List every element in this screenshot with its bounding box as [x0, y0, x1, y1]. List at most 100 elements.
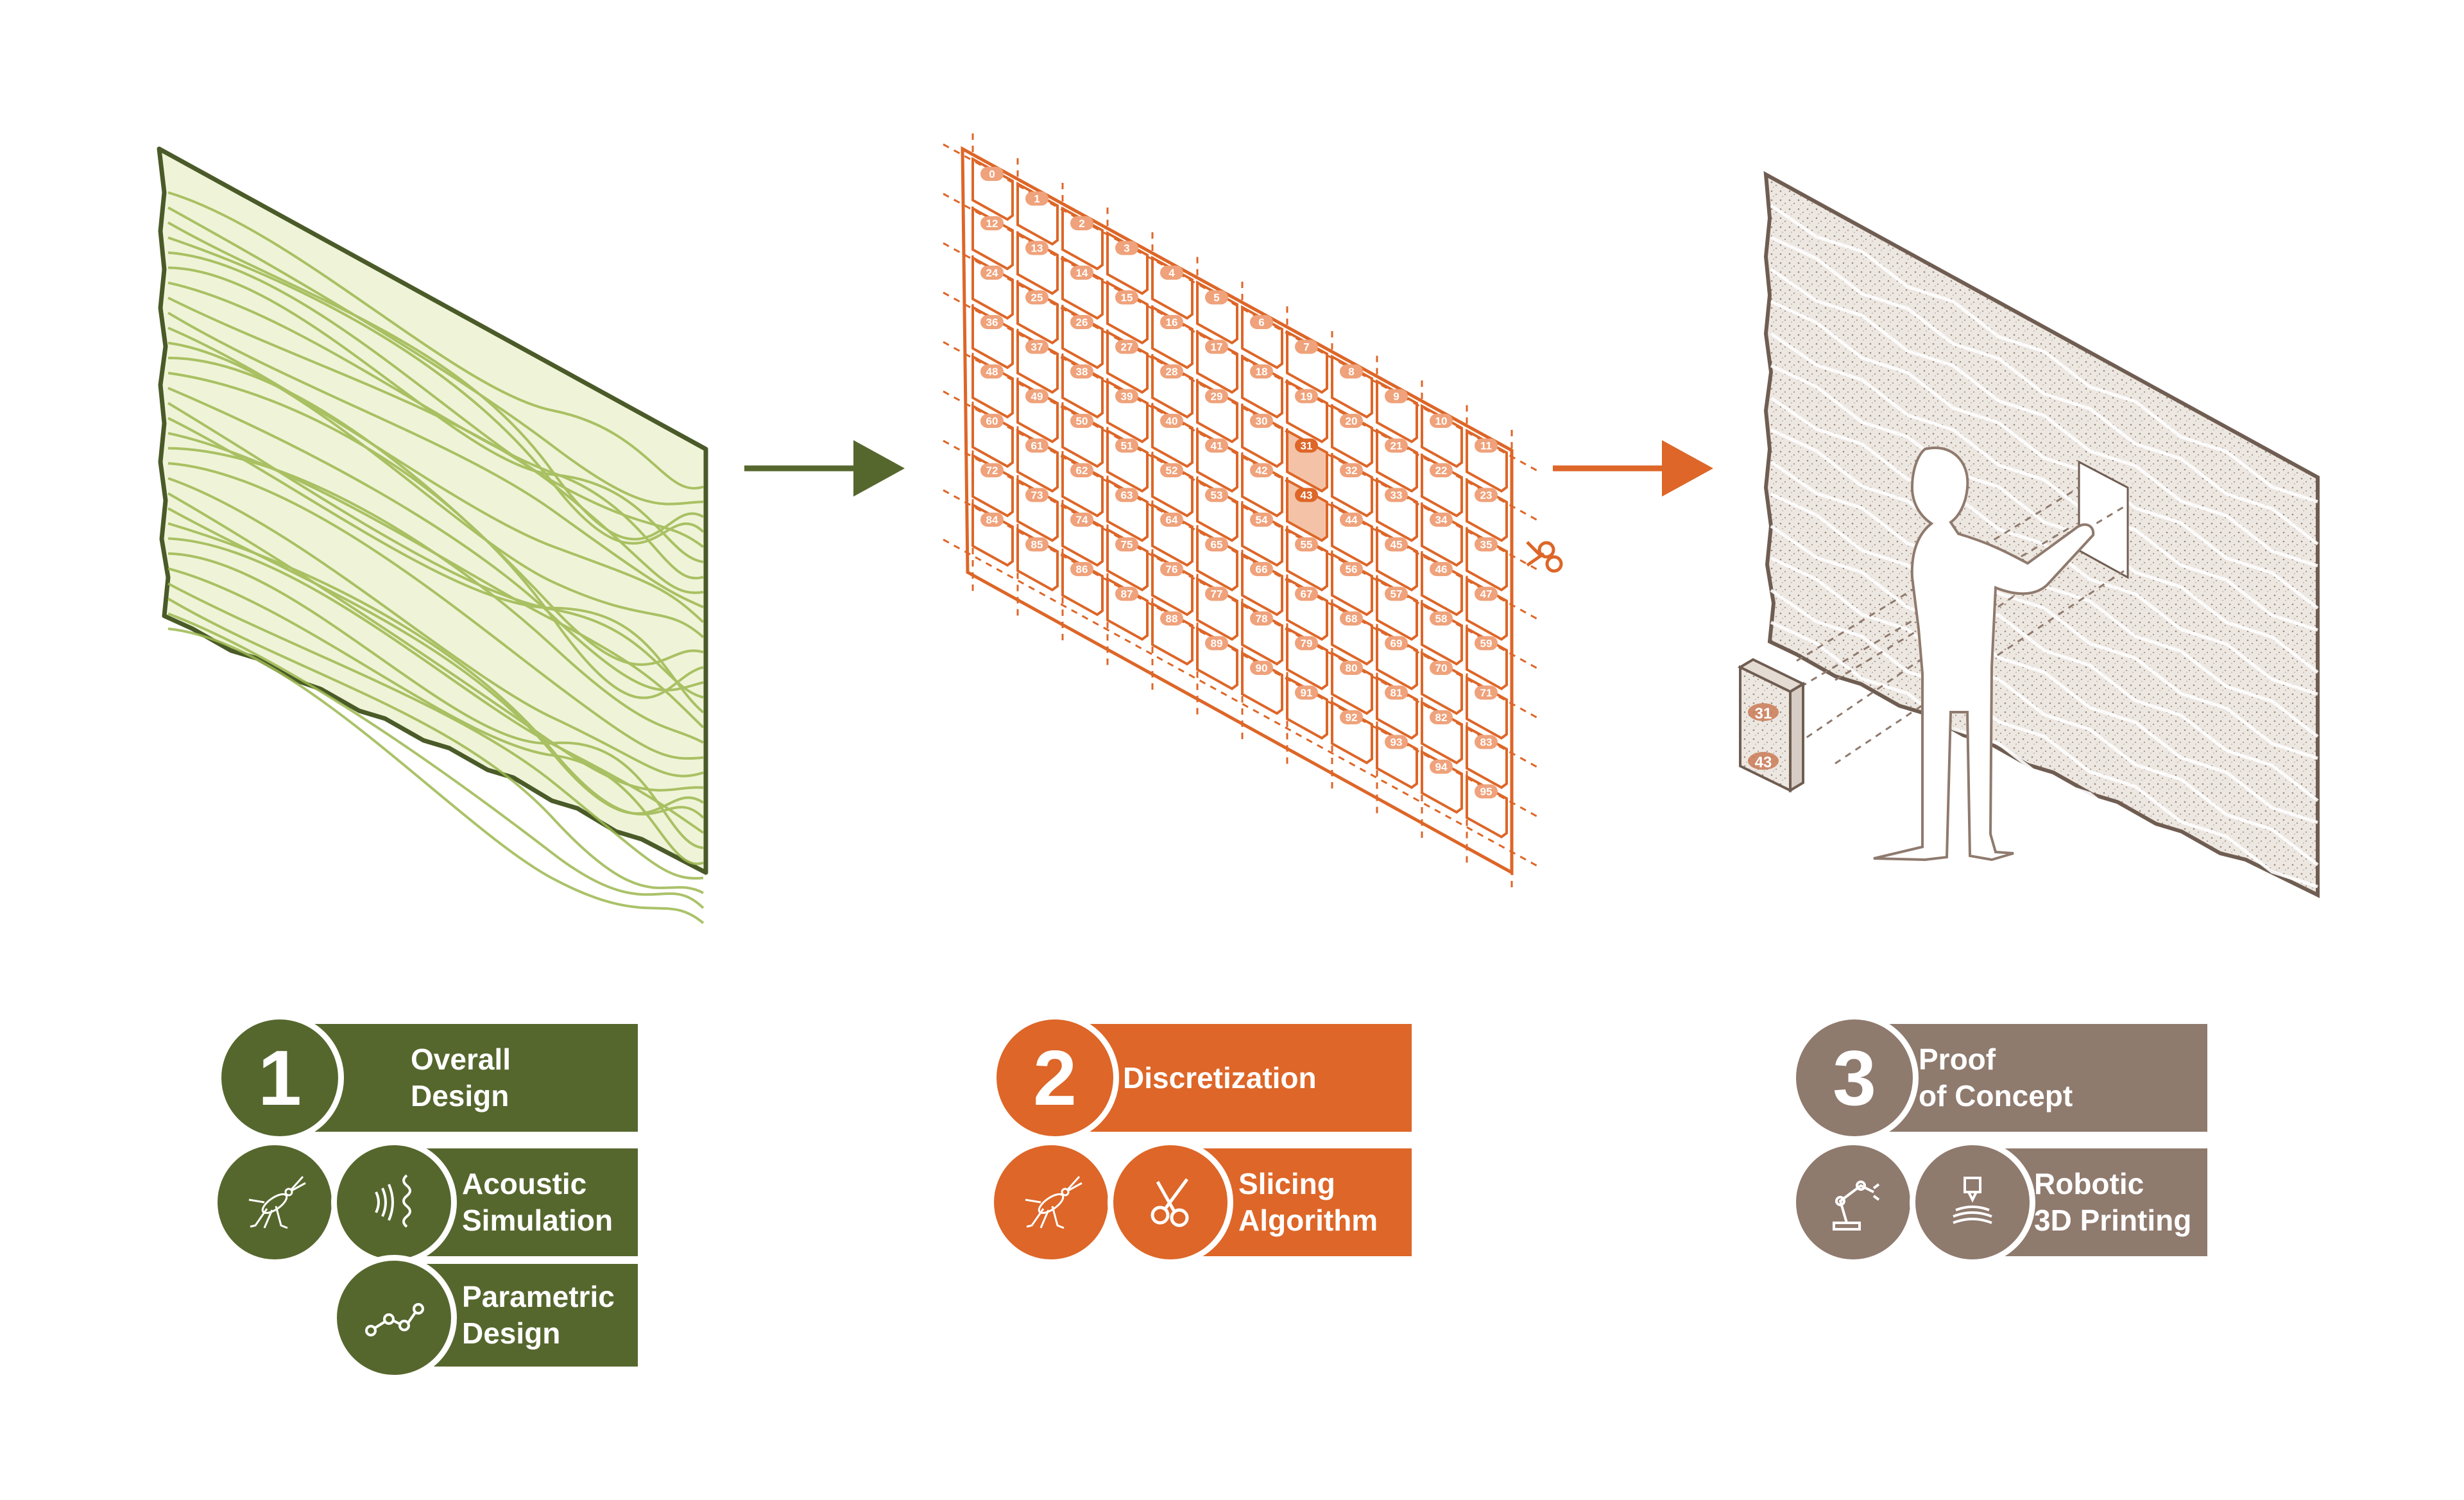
wall-panel-seam — [1770, 492, 2319, 802]
panel-number: 87 — [1121, 588, 1133, 601]
wall-opening — [2078, 460, 2129, 579]
panel-number: 82 — [1435, 712, 1448, 724]
panel-cell: 5 — [1196, 280, 1238, 345]
sound-wave-icon — [331, 1139, 457, 1265]
wall-panel-seam — [1770, 235, 2319, 545]
panel-number: 67 — [1301, 588, 1313, 601]
panel-cell: 13 — [1016, 231, 1059, 295]
panel-cell: 88 — [1151, 601, 1194, 666]
panel-cell: 50 — [1061, 404, 1104, 468]
panel-number: 5 — [1213, 292, 1219, 304]
panel-number: 79 — [1301, 638, 1313, 650]
panel-number: 0 — [989, 168, 995, 180]
panel-cell: 17 — [1196, 330, 1238, 394]
panel-cell: 56 — [1331, 552, 1373, 617]
human-figure-outline — [1873, 447, 2095, 862]
panel-number: 1 — [1034, 193, 1040, 205]
wall-contour-line — [167, 416, 705, 713]
panel-number: 38 — [1076, 366, 1088, 378]
panel-number: 95 — [1480, 786, 1493, 798]
panel-cell: 57 — [1376, 577, 1418, 641]
panel-number: 58 — [1435, 613, 1448, 625]
panel-number: 27 — [1121, 341, 1133, 354]
wall-contour-line — [167, 206, 704, 506]
proof-label-31: 31 — [1755, 705, 1772, 722]
node-graph-icon — [331, 1255, 457, 1381]
panel-cell: 28 — [1151, 354, 1194, 419]
panel-number: 84 — [986, 514, 998, 526]
panel-cell: 73 — [1016, 478, 1059, 542]
panel-cell: 77 — [1196, 577, 1238, 641]
panel-cell: 40 — [1151, 404, 1194, 468]
panel-number: 51 — [1121, 440, 1133, 452]
panel-cell: 94 — [1421, 749, 1463, 814]
panel-number: 30 — [1256, 415, 1268, 427]
panel-number: 76 — [1166, 563, 1178, 575]
panel-cell: 61 — [1016, 429, 1059, 493]
panel-cell: 59 — [1466, 626, 1508, 690]
step-3-title-bar: Proof of Concept — [1880, 1024, 2207, 1132]
panel-number: 47 — [1480, 588, 1493, 601]
panel-cell: 45 — [1376, 527, 1418, 592]
panel-number: 61 — [1031, 440, 1043, 452]
panel-cell: 80 — [1331, 651, 1373, 715]
wall-contour-line — [167, 627, 705, 925]
panel-cell: 29 — [1196, 379, 1238, 443]
wall-contour-line — [167, 567, 704, 865]
panel-cell: 26 — [1061, 305, 1104, 370]
panel-number: 7 — [1303, 341, 1309, 354]
panel-number: 36 — [986, 316, 998, 328]
cricket-icon — [212, 1139, 338, 1265]
panel-cell: 48 — [971, 354, 1014, 419]
panel-number: 88 — [1166, 613, 1178, 625]
panel-number: 49 — [1031, 391, 1043, 403]
panel-cell: 90 — [1241, 651, 1283, 715]
panel-cell: 32 — [1331, 453, 1373, 518]
wall-panel-seam — [1770, 268, 2318, 568]
panel-cell: 49 — [1016, 379, 1059, 443]
panel-cell: 20 — [1331, 404, 1373, 468]
panel-cell: 9 — [1376, 379, 1418, 443]
panel-number: 48 — [986, 366, 998, 378]
panel-cell: 75 — [1106, 527, 1149, 592]
scissors-marker-icon — [1526, 541, 1563, 573]
panel-number: 3 — [1124, 243, 1129, 255]
panel-number: 81 — [1390, 687, 1403, 699]
panel-number: 74 — [1076, 514, 1088, 526]
panel-cell: 24 — [971, 255, 1014, 320]
panel-cell: 10 — [1421, 404, 1463, 468]
panel-number: 45 — [1390, 539, 1403, 551]
step-1-title: Overall Design — [411, 1043, 511, 1112]
wall-contour-line — [167, 537, 705, 834]
panel-number: 55 — [1301, 539, 1313, 551]
panel-number: 24 — [986, 267, 998, 279]
panel-cell: 2 — [1061, 206, 1104, 271]
panel-cell: 43 — [1286, 478, 1328, 542]
panel-cell: 22 — [1421, 453, 1463, 518]
panel-cell: 34 — [1421, 502, 1463, 567]
wall-contour-line — [167, 386, 704, 692]
wall-contour-line — [167, 447, 704, 744]
panel-cell: 6 — [1241, 305, 1283, 370]
panel-cell: 54 — [1241, 502, 1283, 567]
panel-cell: 62 — [1061, 453, 1104, 518]
panel-number: 37 — [1031, 341, 1043, 354]
panel-number: 80 — [1346, 662, 1358, 674]
panel-cell: 68 — [1331, 601, 1373, 666]
panel-cell: 19 — [1286, 379, 1328, 443]
step-2-number-badge: 2 — [991, 1014, 1119, 1142]
panel-cell: 58 — [1421, 601, 1463, 666]
panel-cell: 64 — [1151, 502, 1194, 567]
panel-cell: 53 — [1196, 478, 1238, 542]
panel-number: 56 — [1346, 563, 1358, 575]
panel-cell: 79 — [1286, 626, 1328, 690]
panel-number: 90 — [1256, 662, 1268, 674]
panel-cell: 60 — [971, 404, 1014, 468]
arrow-step-1-to-2 — [744, 440, 905, 497]
panel-cell: 91 — [1286, 676, 1328, 740]
panel-number: 72 — [986, 464, 998, 477]
panel-cell: 86 — [1061, 552, 1104, 617]
panel-cell: 65 — [1196, 527, 1238, 592]
panel-number: 11 — [1480, 440, 1492, 452]
